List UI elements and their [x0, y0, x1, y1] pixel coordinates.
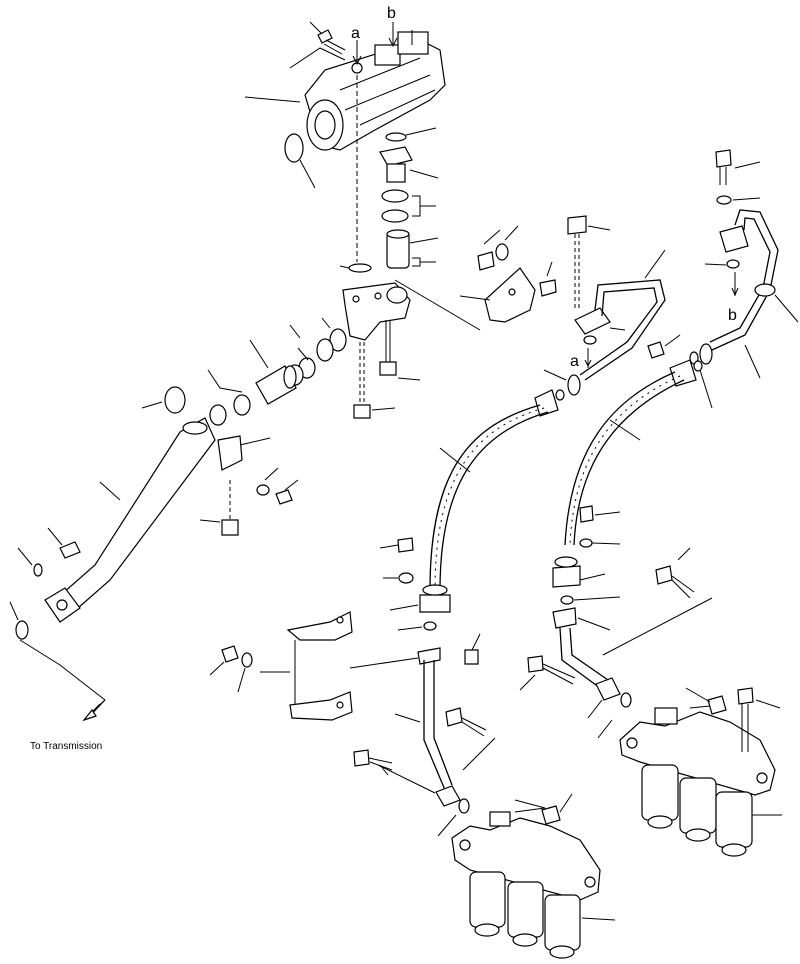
manifold-bolt-long: [379, 320, 421, 381]
pipe-bolt-mid: [445, 707, 496, 771]
filter-bolt-right: [737, 687, 781, 752]
pipe-bracket: [217, 435, 271, 471]
filter-cartridge-left-2: [507, 881, 544, 947]
filter-cartridge-left-3: [544, 894, 616, 959]
port-a-label-top: a: [351, 25, 360, 42]
pump-outlet-o-ring: [385, 127, 437, 142]
filter-head-right: [619, 707, 776, 796]
suction-manifold: [342, 282, 411, 341]
pipe-flange-left: [44, 587, 81, 623]
hydraulic-pump: [304, 30, 446, 151]
bracket-bolt: [199, 480, 239, 536]
pipe-clamp-right: [754, 283, 799, 323]
pump-o-ring: [284, 133, 316, 189]
filter-head-left: [451, 811, 601, 901]
filter-cartridge-left-1: [469, 871, 506, 937]
bracket-small-plate: [539, 261, 557, 297]
steel-pipe-a: [574, 249, 666, 381]
fitting-bolt-left: [379, 537, 414, 584]
filter-mount-bracket: [260, 611, 353, 721]
outlet-flange: [379, 146, 439, 183]
pipe-flange-a-lower: [543, 369, 581, 396]
washer-top-right: [716, 195, 732, 205]
filter-inlet-pipe-left: [349, 647, 453, 791]
split-flange-left: [389, 584, 451, 613]
pipe-flange-b-lower: [689, 343, 761, 409]
filter-nut-left: [514, 793, 573, 825]
port-b-label-top: b: [387, 5, 396, 22]
lock-washer-nut-left: [256, 467, 299, 505]
manifold-bolt: [353, 342, 396, 419]
flange-bolt-center: [567, 215, 611, 310]
hose-clamp-upper: [289, 317, 347, 362]
o-ring-a: [583, 335, 597, 345]
steel-pipe-b: [709, 209, 779, 351]
hose-clamp-pair: [381, 189, 436, 223]
filter-cartridge-right-2: [679, 777, 717, 842]
split-flange-right: [552, 556, 606, 588]
port-a-label-lower: a: [570, 353, 579, 370]
pipe-flange-lower-left: [377, 764, 470, 837]
clip-small: [647, 334, 681, 359]
o-ring-hose-left: [555, 389, 565, 401]
flange-o-ring-left: [9, 601, 29, 640]
filter-cartridge-right-3: [715, 791, 782, 857]
o-ring-hose-right: [693, 360, 703, 372]
support-bracket: [459, 267, 536, 323]
bolt-top-right: [715, 149, 761, 185]
o-ring-fitting-right: [560, 595, 574, 605]
filter-inlet-pipe-right: [552, 597, 713, 689]
o-ring-fitting-left: [423, 621, 437, 631]
pump-bolt: [309, 21, 346, 55]
to-transmission-label: To Transmission: [30, 741, 102, 752]
pipe-flange-lower-right: [587, 677, 632, 739]
o-ring-small: [348, 263, 372, 273]
clamp-pair-low: [207, 369, 251, 426]
filter-nut-right: [685, 687, 727, 715]
intake-hose: [249, 339, 297, 405]
pipe-clamp: [141, 386, 186, 414]
o-ring-b: [726, 259, 740, 269]
flange-bolt-left: [17, 527, 81, 577]
hydraulic-hose-right: [564, 359, 697, 546]
flange-bolt-lower-right: [519, 655, 576, 691]
bolt-right-diag: [655, 547, 695, 599]
port-b-label-right: b: [728, 307, 737, 324]
rubber-hose-short: [386, 229, 439, 269]
flange-bolt-lower-left: [353, 749, 393, 776]
bracket-nut: [477, 225, 519, 271]
suction-tube: [54, 417, 216, 616]
bracket-nut-lower: [209, 645, 253, 693]
filter-cartridge-right-1: [641, 764, 679, 829]
fitting-bolt-right: [579, 505, 621, 548]
hydraulic-hose-left: [429, 389, 559, 591]
clip-lower-left: [464, 633, 481, 665]
